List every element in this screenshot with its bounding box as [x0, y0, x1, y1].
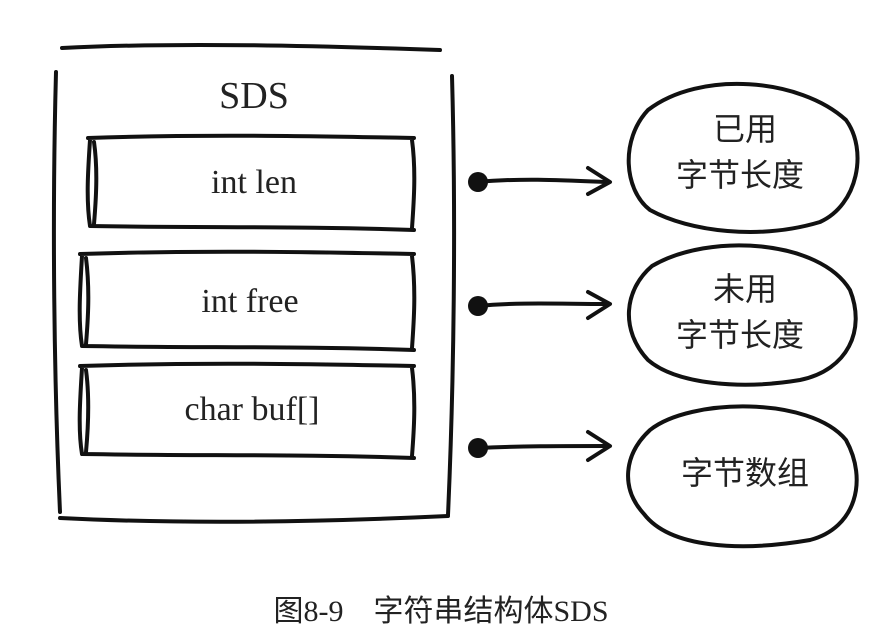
- field-label-free: int free: [201, 283, 298, 320]
- field-box-free: [77, 249, 417, 352]
- arrow-free: [476, 301, 608, 308]
- bubble-used-line2: 字节长度: [676, 156, 804, 194]
- arrow-dot-buf: [468, 438, 488, 458]
- figure-caption: 图8-9 字符串结构体SDS: [273, 595, 609, 628]
- field-box-len: [85, 133, 417, 232]
- field-label-len: int len: [211, 164, 297, 201]
- arrow-len: [476, 177, 608, 184]
- bubble-used-line1: 已用: [713, 110, 777, 148]
- arrow-dot-len: [468, 172, 488, 192]
- bubble-unused-line1: 未用: [713, 270, 777, 308]
- field-box-buf: [77, 361, 417, 460]
- bubble-unused: [626, 243, 858, 387]
- bubble-bytes-line1: 字节数组: [681, 454, 809, 492]
- struct-outer-box: [60, 42, 442, 52]
- arrow-buf: [476, 444, 608, 450]
- sds-diagram: SDS int len int free char buf[] 已用 字节长度 …: [51, 42, 860, 549]
- bubble-unused-line2: 字节长度: [676, 316, 804, 354]
- bubble-used: [626, 81, 860, 234]
- arrow-dot-free: [468, 296, 488, 316]
- field-label-buf: char buf[]: [185, 391, 320, 428]
- bubble-bytes: [626, 404, 859, 549]
- struct-title: SDS: [219, 75, 289, 117]
